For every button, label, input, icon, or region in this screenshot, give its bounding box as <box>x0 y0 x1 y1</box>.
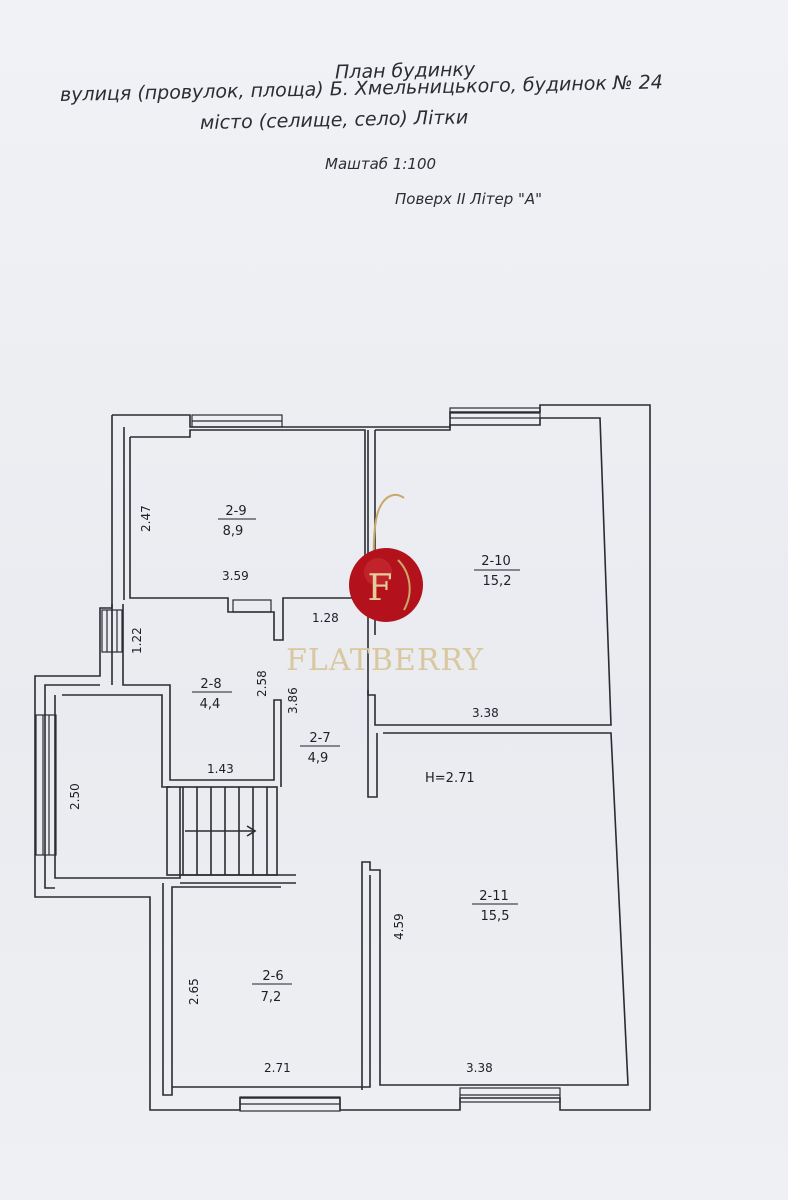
room-code: 2-11 <box>479 889 509 904</box>
dimension: 2.71 <box>264 1061 291 1075</box>
dimension: 3.86 <box>286 687 300 714</box>
room-code: 2-10 <box>481 554 511 569</box>
flatberry-watermark: F FLATBERRY <box>286 493 484 678</box>
scale-label: Маштаб 1:100 <box>325 155 437 173</box>
dimension: 1.43 <box>207 762 234 776</box>
room-labels: 2-9 8,9 2-10 15,2 2-8 4,4 2-7 4,9 2-11 1… <box>192 504 520 1005</box>
dimension: 2.58 <box>255 670 269 697</box>
dimension: 3.38 <box>472 706 499 720</box>
berry-icon <box>349 548 423 622</box>
dimension: 3.38 <box>466 1061 493 1075</box>
room-code: 2-8 <box>200 677 221 692</box>
dimension: 4.59 <box>392 913 406 940</box>
walls <box>34 404 651 1111</box>
dimension: 3.59 <box>222 569 249 583</box>
floor-label: Поверх II Літер "А" <box>395 190 543 208</box>
dimension: 2.65 <box>187 978 201 1005</box>
dimension: 1.22 <box>130 627 144 654</box>
room-code: 2-7 <box>309 731 330 746</box>
room-area: 4,9 <box>308 751 329 766</box>
room-area: 8,9 <box>223 524 244 539</box>
room-area: 4,4 <box>200 697 221 712</box>
logo-letter: F <box>368 568 393 609</box>
dimension: 2.50 <box>68 783 82 810</box>
windows <box>35 407 561 1112</box>
room-code: 2-9 <box>225 504 246 519</box>
room-area: 15,5 <box>481 909 510 924</box>
room-code: 2-6 <box>262 969 283 984</box>
room-area: 15,2 <box>483 574 512 589</box>
dimension: 1.28 <box>312 611 339 625</box>
logo-brand: FLATBERRY <box>286 643 484 678</box>
ceiling-height: H=2.71 <box>425 771 475 786</box>
dimension: 2.47 <box>139 505 153 532</box>
room-area: 7,2 <box>261 990 282 1005</box>
dimension-labels: 2.47 3.59 1.28 1.22 2.58 3.86 3.38 1.43 … <box>68 505 499 1075</box>
